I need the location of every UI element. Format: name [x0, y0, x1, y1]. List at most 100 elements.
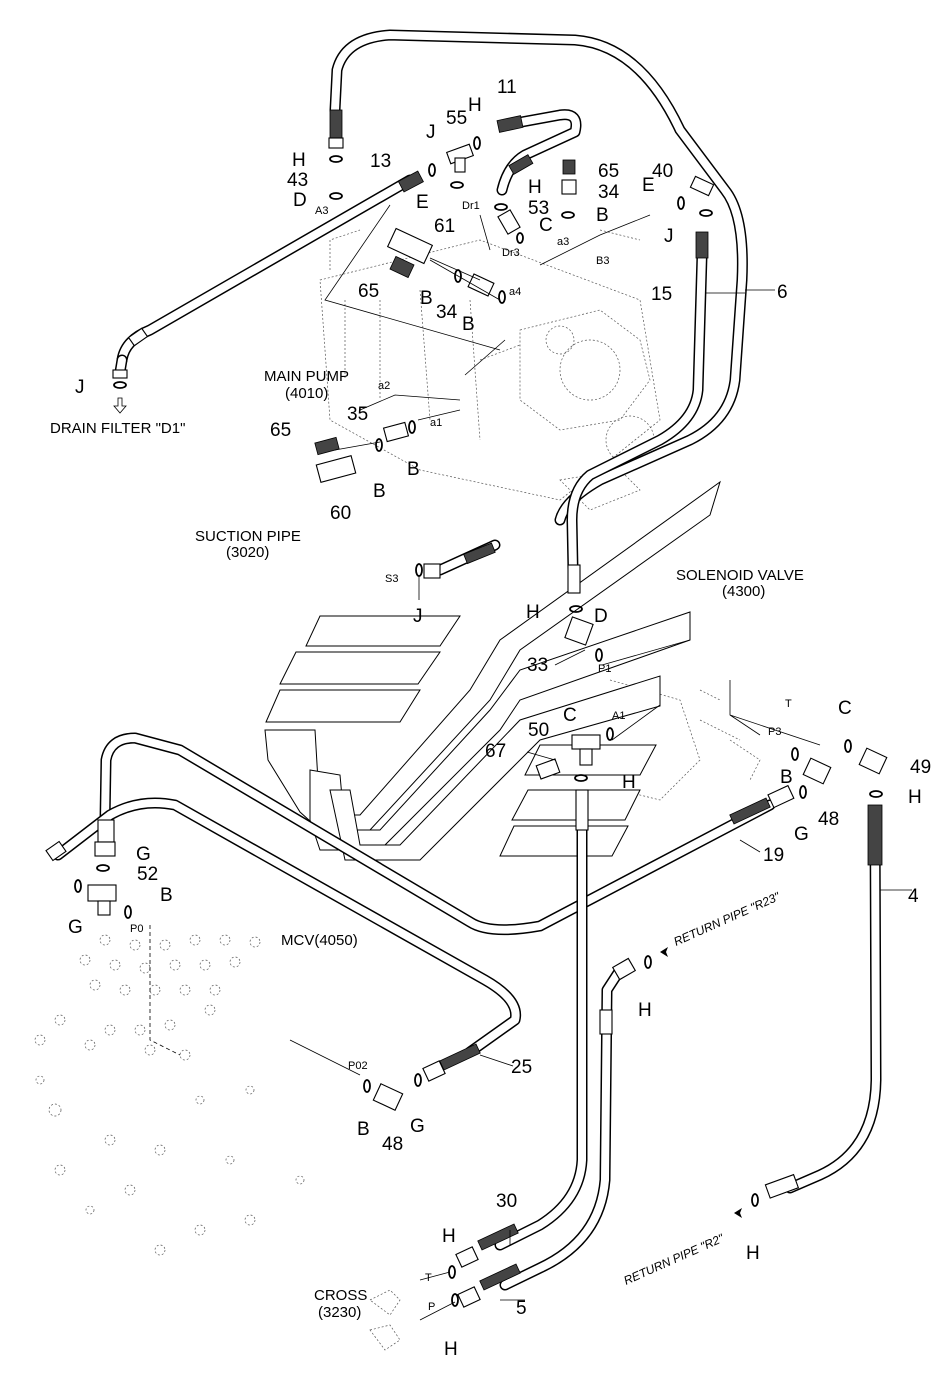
adapters [87, 143, 888, 1111]
port-a3: A3 [315, 205, 328, 217]
suction-pipe-label: SUCTION PIPE [195, 528, 301, 545]
port-p0: P0 [130, 923, 143, 935]
seal-h-r2: H [746, 1243, 760, 1264]
drain-filter-label: DRAIN FILTER "D1" [50, 420, 185, 437]
seal-j-suction: J [413, 606, 423, 627]
main-pump-code: (4010) [285, 385, 328, 402]
solenoid-valve-code: (4300) [722, 583, 765, 600]
cross-label: CROSS [314, 1287, 367, 1304]
part-49: 49 [910, 757, 931, 778]
seal-h-right: H [908, 787, 922, 808]
seal-b-left: B [160, 885, 173, 906]
seal-g-left: G [68, 917, 83, 938]
part-11: 11 [497, 77, 517, 98]
cross-code: (3230) [318, 1304, 361, 1321]
port-s3: S3 [385, 573, 398, 585]
seal-j-top: J [426, 122, 436, 143]
part-25: 25 [511, 1057, 532, 1078]
suction-pipe-code: (3020) [226, 544, 269, 561]
drain-arrow-icon [113, 397, 127, 414]
seal-c-top: C [539, 215, 553, 236]
part-43: 43 [287, 170, 308, 191]
part-19: 19 [763, 845, 784, 866]
part-67: 67 [485, 741, 506, 762]
part-53: 53 [528, 198, 549, 219]
port-b3: B3 [596, 255, 609, 267]
seal-g-p02: G [410, 1116, 425, 1137]
part-65-top: 65 [598, 161, 619, 182]
hose-30 [494, 804, 588, 1251]
part-33: 33 [527, 655, 548, 676]
port-a1-upper: A1 [612, 710, 625, 722]
mcv-ghost [34, 934, 305, 1256]
arrow-r23-icon [660, 947, 668, 957]
hose-13 [116, 174, 416, 366]
seal-e-top: E [416, 192, 429, 213]
part-48-left: 48 [382, 1134, 403, 1155]
hose-25 [52, 797, 522, 1058]
port-p02: P02 [348, 1060, 368, 1072]
seal-h-mid: H [528, 177, 542, 198]
watermark-logo [264, 480, 721, 861]
seal-g-right: G [794, 824, 809, 845]
part-number-labels: 11 55 13 43 65 34 40 53 61 65 34 15 6 35… [137, 77, 931, 1319]
hose-5 [499, 964, 626, 1291]
seal-b-pump-1: B [373, 481, 386, 502]
seal-c-mid: C [563, 705, 577, 726]
part-34-top: 34 [598, 182, 620, 203]
seal-j-right: J [664, 226, 674, 247]
return-pipe-r23-label: RETURN PIPE "R23" [672, 889, 783, 949]
hose-end-fittings [45, 109, 883, 1308]
hose-11 [496, 109, 582, 196]
seal-e-right: E [642, 175, 655, 196]
part-15: 15 [651, 284, 672, 305]
solenoid-valve-label: SOLENOID VALVE [676, 567, 804, 584]
return-pipe-r2-label: RETURN PIPE "R2" [622, 1231, 727, 1288]
leader-lines [149, 204, 912, 1321]
seal-h-mid-low: H [622, 772, 636, 793]
hose-4 [784, 814, 882, 1194]
port-a2: a2 [378, 380, 390, 392]
port-p-cross: P [428, 1301, 435, 1313]
seal-h-top-left: H [292, 150, 306, 171]
part-65-mid: 65 [358, 281, 379, 302]
port-dr1: Dr1 [462, 200, 480, 212]
mcv-label: MCV(4050) [281, 932, 358, 949]
seal-j-drain: J [75, 377, 85, 398]
seal-d-top: D [293, 190, 307, 211]
cross-ghost [369, 1289, 401, 1351]
port-t-solenoid: T [785, 698, 792, 710]
hose-15 [566, 249, 708, 576]
seal-d-solenoid: D [594, 606, 608, 627]
seal-b-mid: B [420, 288, 433, 309]
part-48-right: 48 [818, 809, 839, 830]
part-34-mid: 34 [436, 302, 458, 323]
seal-h-solenoid: H [526, 602, 540, 623]
port-a3-low: a3 [557, 236, 569, 248]
port-labels: A3 Dr1 Dr3 a3 B3 a4 a2 a1 S3 P1 A1 T P3 … [130, 200, 792, 1313]
port-t-cross: T [425, 1272, 432, 1284]
part-60: 60 [330, 503, 351, 524]
part-50: 50 [528, 720, 549, 741]
part-35: 35 [347, 404, 368, 425]
part-5: 5 [516, 1298, 527, 1319]
seal-letter-labels: H J H D E H C B E J B B J B B J H D C H … [68, 95, 922, 1360]
part-4: 4 [908, 886, 919, 907]
seal-h-p: H [444, 1339, 458, 1360]
part-55: 55 [446, 108, 467, 129]
port-a4: a4 [509, 286, 521, 298]
seal-b-pump-2: B [407, 459, 420, 480]
part-6: 6 [777, 282, 788, 303]
part-52: 52 [137, 864, 158, 885]
port-p1: P1 [598, 663, 611, 675]
part-13: 13 [370, 151, 391, 172]
seal-h-r23: H [638, 1000, 652, 1021]
port-dr3: Dr3 [502, 247, 520, 259]
seal-b-right: B [780, 767, 793, 788]
port-p3: P3 [768, 726, 781, 738]
part-61: 61 [434, 216, 455, 237]
o-rings [74, 136, 883, 1307]
seal-b-mid-2: B [462, 314, 475, 335]
hose-19 [99, 732, 776, 936]
